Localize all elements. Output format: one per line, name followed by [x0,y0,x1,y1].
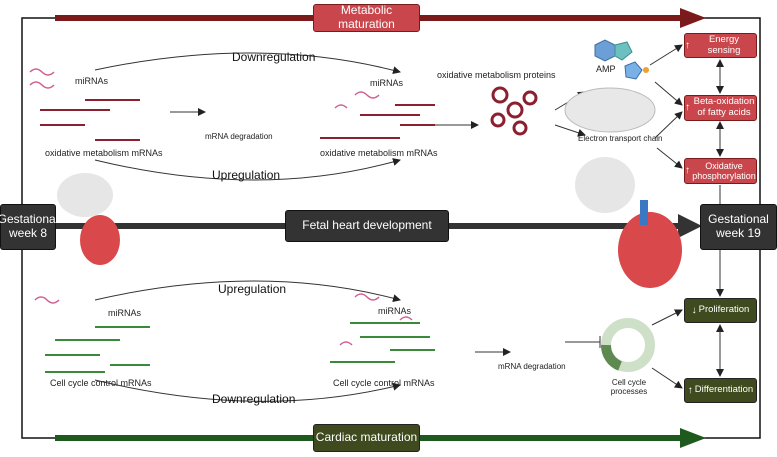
beta-oxidation-box: ↑Beta-oxidation of fatty acids [684,95,757,121]
upregulation-label: Upregulation [218,282,287,296]
mrnas-label: oxidative metabolism mRNAs [45,148,163,158]
up-arrow-icon: ↑ [685,39,690,51]
etc-label: Electron transport chain [578,134,663,143]
mrna-degradation-label: mRNA degradation [498,362,566,371]
oxidative-phosphorylation-box: ↑Oxidative phosphorylation [684,158,757,184]
up-arrow-icon: ↑ [685,102,690,114]
fetus-illustration-left [57,173,113,217]
mirnas-label: miRNAs [75,76,108,86]
metabolic-maturation-label: Metabolic maturation [313,3,420,32]
up-arrow-icon: ↑ [685,165,690,177]
mirnas-label: miRNAs [108,308,141,318]
downregulation-label: Downregulation [232,50,316,64]
upregulation-label: Upregulation [212,168,281,182]
mrnas-label: Cell cycle control mRNAs [50,378,152,388]
gestational-week-19: Gestational week 19 [700,204,777,250]
fetal-heart-development-label: Fetal heart development [285,210,449,242]
mrna-degradation-label: mRNA degradation [205,132,273,141]
downregulation-label: Downregulation [212,392,296,406]
cell-cycle-label: Cell cycle processes [610,378,648,396]
mirnas-label: miRNAs [370,78,403,88]
down-arrow-icon: ↓ [691,304,697,316]
up-arrow-icon: ↑ [687,384,693,396]
fetus-illustration-right [575,157,635,213]
amp-label: AMP [596,64,616,74]
differentiation-box: ↑Differentiation [684,378,757,403]
mirnas-label: miRNAs [378,306,411,316]
energy-sensing-box: ↑Energy sensing [684,33,757,58]
mrnas-label: Cell cycle control mRNAs [333,378,435,388]
proliferation-box: ↓Proliferation [684,298,757,323]
proteins-label: oxidative metabolism proteins [437,70,556,80]
cardiac-maturation-label: Cardiac maturation [313,424,420,452]
mrnas-label: oxidative metabolism mRNAs [320,148,438,158]
gestational-week-8: Gestational week 8 [0,204,58,250]
